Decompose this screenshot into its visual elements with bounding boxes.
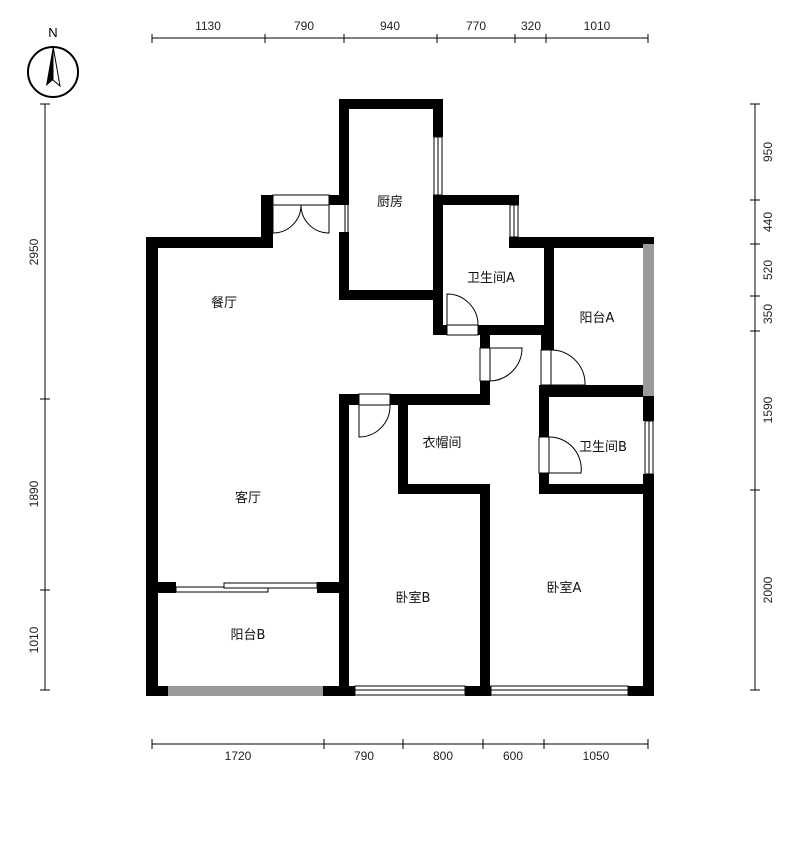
compass-north-label: N	[48, 25, 57, 40]
left-dimension-label: 2950	[27, 238, 41, 265]
doors	[272, 194, 586, 474]
room-label-living: 客厅	[235, 490, 261, 506]
room-label-dining: 餐厅	[211, 295, 237, 311]
top-dimension-label: 320	[521, 19, 541, 33]
top-dimension-line: 1130 790 940 770 320 1010	[151, 19, 649, 43]
right-dimension-label: 520	[761, 260, 775, 280]
room-label-closet: 衣帽间	[422, 435, 461, 451]
left-dimension-line: 2950 1890 1010	[27, 103, 50, 691]
left-dimension-label: 1010	[27, 626, 41, 653]
room-label-balcony-b: 阳台B	[231, 628, 266, 643]
room-label-bedroom-b: 卧室B	[396, 590, 431, 606]
bottom-dimension-label: 800	[433, 749, 453, 763]
bottom-dimension-label: 1050	[583, 749, 610, 763]
north-compass-icon: N	[27, 25, 79, 98]
room-label-bath-a: 卫生间A	[467, 271, 515, 286]
right-dimension-label: 440	[761, 212, 775, 232]
bottom-dimension-label: 1720	[225, 749, 252, 763]
room-label-balcony-a: 阳台A	[580, 311, 615, 326]
top-dimension-label: 770	[466, 19, 486, 33]
right-dimension-label: 2000	[761, 576, 775, 603]
right-dimension-label: 1590	[761, 396, 775, 423]
bottom-dimension-line: 1720 790 800 600 1050	[151, 739, 649, 763]
top-dimension-label: 790	[294, 19, 314, 33]
room-label-bedroom-a: 卧室A	[547, 580, 582, 596]
bottom-dimension-label: 600	[503, 749, 523, 763]
room-label-bath-b: 卫生间B	[579, 440, 627, 455]
right-dimension-label: 350	[761, 304, 775, 324]
walls	[146, 99, 654, 696]
top-dimension-label: 1010	[584, 19, 611, 33]
right-dimension-line: 950 440 520 350 1590 2000	[750, 103, 775, 691]
top-dimension-label: 1130	[195, 19, 221, 33]
left-dimension-label: 1890	[27, 480, 41, 507]
right-dimension-label: 950	[761, 142, 775, 162]
top-dimension-label: 940	[380, 19, 400, 33]
balcony-b-railing	[168, 686, 323, 696]
bottom-dimension-label: 790	[354, 749, 374, 763]
windows	[175, 136, 654, 696]
room-label-kitchen: 厨房	[377, 194, 403, 210]
balcony-a-railing	[643, 244, 654, 396]
